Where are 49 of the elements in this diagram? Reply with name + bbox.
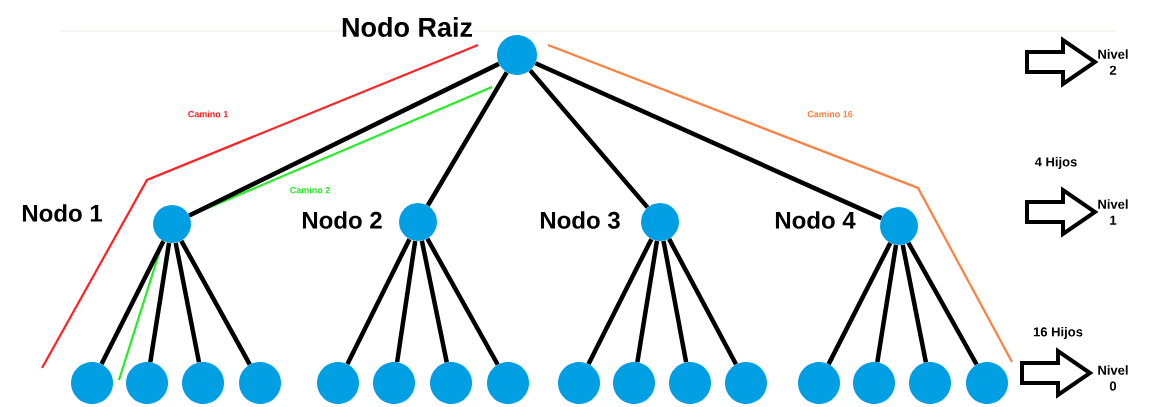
node-label: Nodo 4 (775, 211, 856, 229)
level-label: Nivel 2 (1098, 49, 1128, 75)
tree-edge (900, 244, 929, 363)
tree-node-circle (182, 362, 224, 404)
tree-edge (635, 240, 660, 363)
tree-node-circle (725, 362, 767, 404)
level-label: Nivel 0 (1098, 365, 1128, 391)
tree-edge (425, 237, 500, 366)
tree-node-circle (909, 362, 951, 404)
tree-edge (345, 238, 412, 365)
tree-node-circle (71, 362, 113, 404)
tree-edge (534, 61, 883, 221)
tree-edge (179, 239, 252, 366)
tree-edge (173, 242, 202, 363)
path-label: Camino 16 (807, 110, 853, 118)
path-label: Camino 2 (290, 186, 330, 194)
tree-edge (586, 238, 654, 366)
node-label: Nodo Raiz (342, 17, 472, 37)
tree-edge (528, 68, 650, 209)
tree-node-circle (126, 362, 168, 404)
tree-edge (148, 242, 172, 363)
tree-node-circle (853, 362, 895, 404)
tree-node-circle (558, 362, 600, 404)
tree-edge (667, 237, 738, 366)
annotation-label: 4 Hijos (1034, 156, 1077, 170)
tree-node-circle (317, 362, 359, 404)
tree-node-circle (239, 362, 281, 404)
tree-node-circle (430, 362, 472, 404)
node-label: Nodo 1 (22, 204, 102, 222)
path-label: Camino 1 (188, 110, 228, 118)
tree-edge (906, 241, 979, 366)
tree-edge (394, 240, 418, 363)
tree-node-circle (669, 362, 711, 404)
tree-edge (661, 240, 689, 363)
tree-edge (188, 61, 500, 218)
tree-node-circle (966, 362, 1008, 404)
tree-node-circle (487, 362, 529, 404)
tree-edge (99, 240, 166, 366)
tree-node-circle (613, 362, 655, 404)
tree-edge (425, 71, 509, 207)
node-label: Nodo 3 (540, 211, 620, 229)
tree-node-circle (798, 362, 840, 404)
annotation-label: 16 Hijos (1033, 326, 1083, 340)
node-label: Nodo 2 (302, 211, 382, 229)
level-label: Nivel 1 (1098, 199, 1128, 225)
tree-node-circle (373, 362, 415, 404)
tree-edge (875, 244, 899, 363)
tree-edge (419, 240, 449, 363)
tree-edge (826, 242, 893, 366)
